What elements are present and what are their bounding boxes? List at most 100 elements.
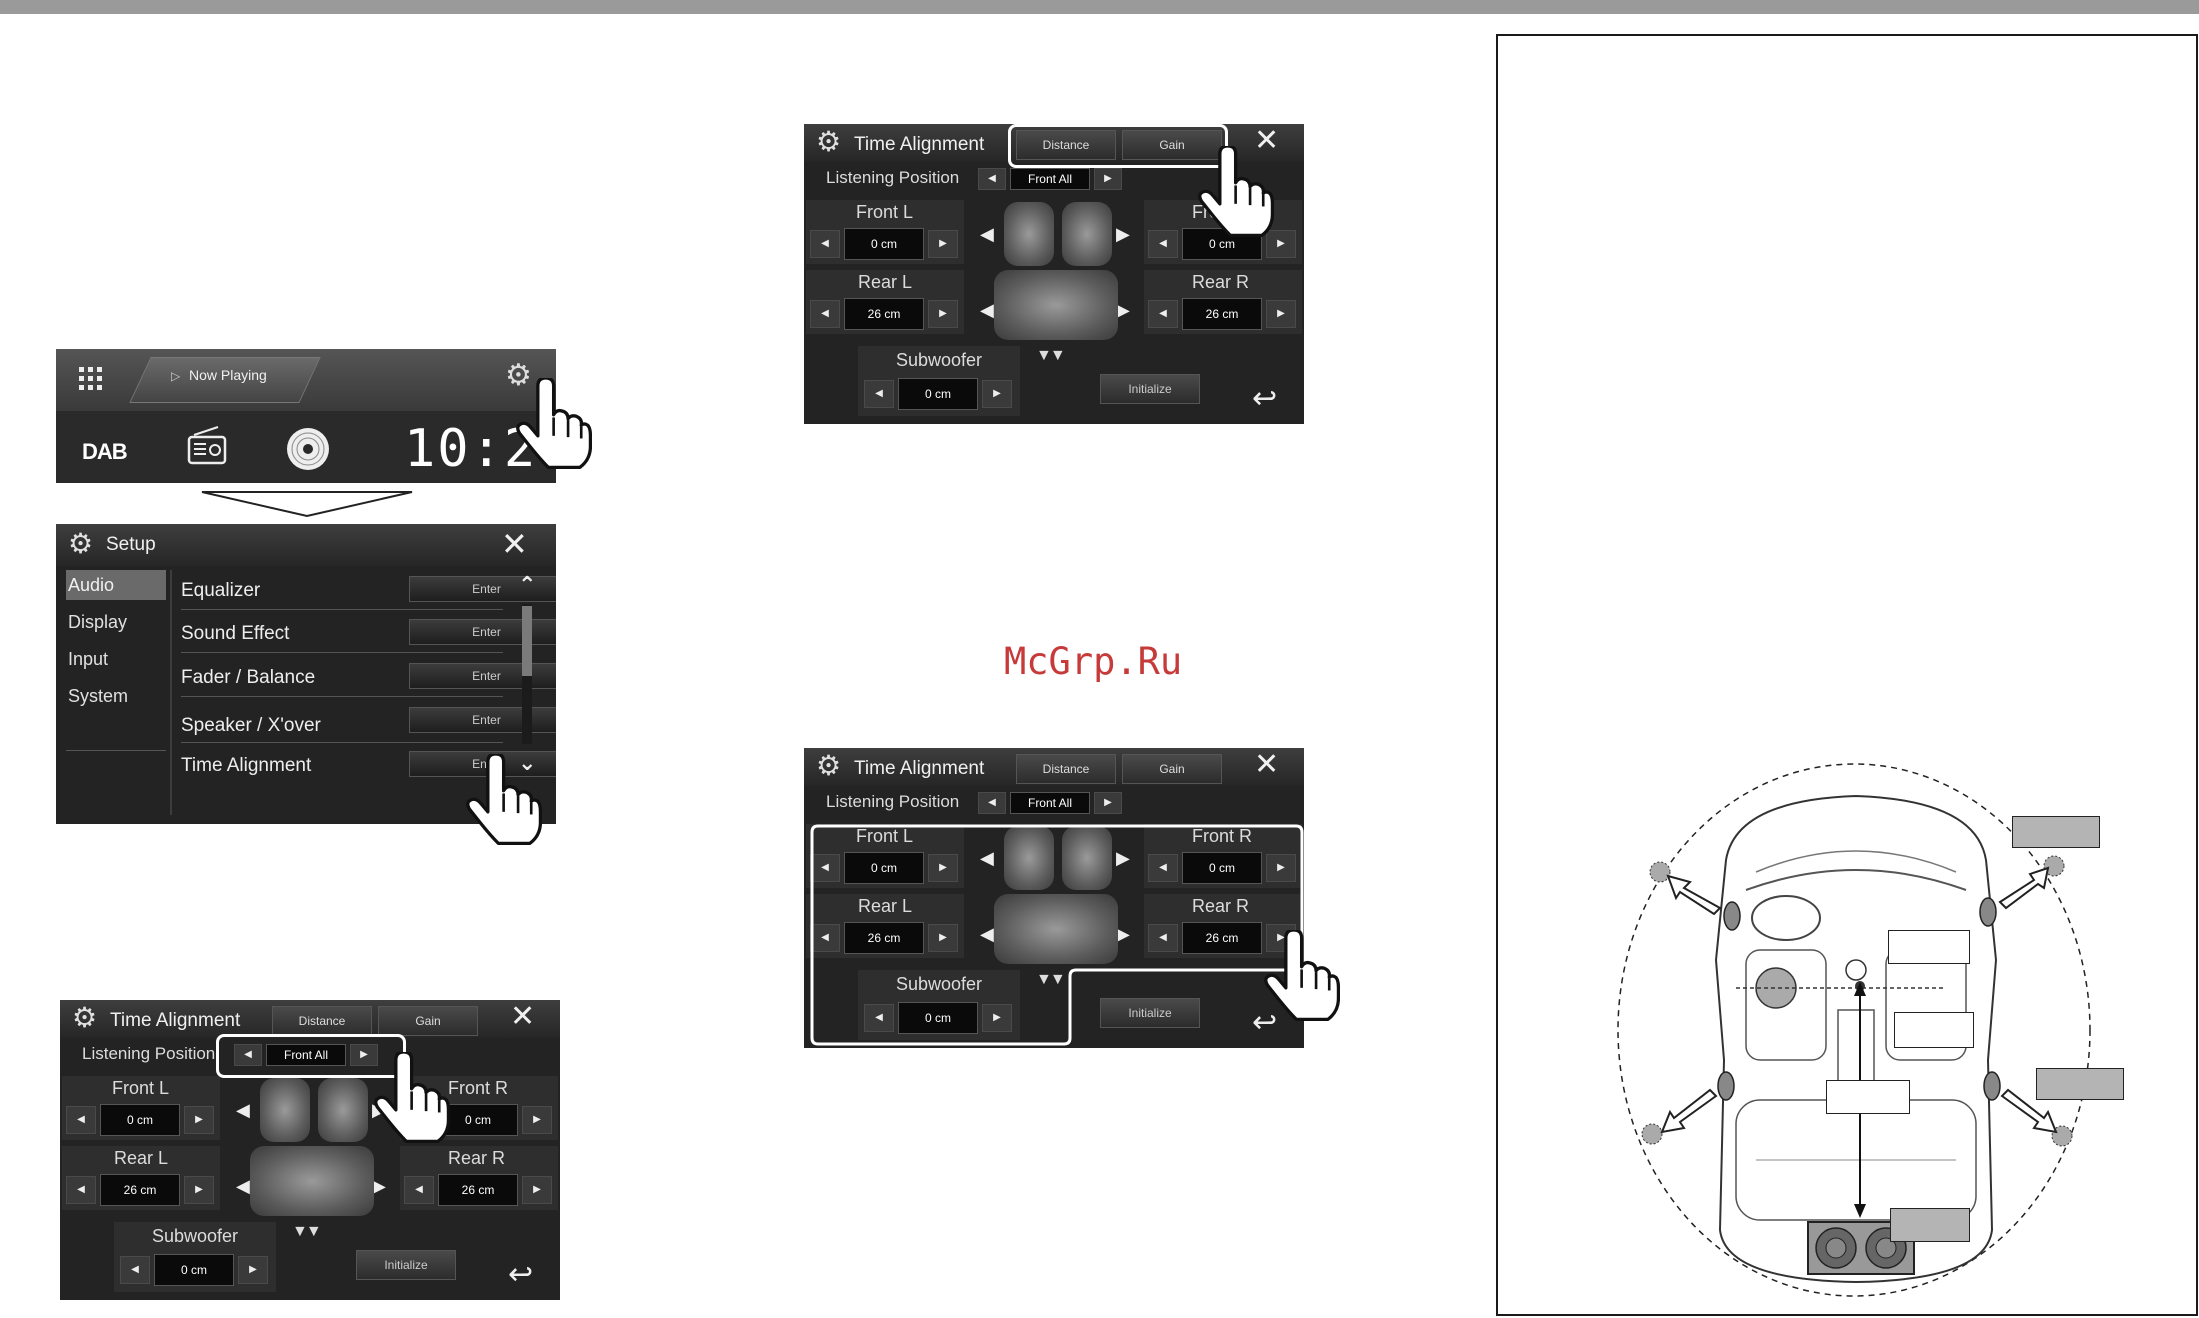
ta-title: Time Alignment (854, 134, 985, 155)
category-label: Audio (68, 575, 115, 595)
close-icon[interactable]: ✕ (501, 526, 528, 562)
enter-button[interactable]: Enter (409, 576, 556, 602)
rear-l-right-arrow[interactable]: ▶ (184, 1176, 214, 1204)
back-arrow-icon[interactable]: ↩ (508, 1258, 534, 1291)
rear-l-left-arrow[interactable]: ◀ (66, 1176, 96, 1204)
dab-icon[interactable]: DAB (82, 439, 128, 464)
gear-icon: ⚙ (816, 126, 842, 157)
subwoofer-right-arrow[interactable]: ▶ (982, 380, 1012, 408)
initialize-button[interactable]: Initialize (1100, 374, 1200, 404)
front-r-right-arrow[interactable]: ▶ (1266, 230, 1296, 258)
gear-icon: ⚙ (816, 750, 842, 781)
setup-item-label: Speaker / X'over (181, 715, 321, 736)
enter-button[interactable]: Enter (409, 619, 556, 645)
subwoofer-right-arrow[interactable]: ▶ (982, 1004, 1012, 1032)
speaker-icon-rear-left: ◀ (980, 300, 994, 320)
category-column-divider (170, 570, 172, 815)
gear-icon[interactable]: ⚙ (505, 359, 532, 392)
front-r-left-arrow[interactable]: ◀ (1148, 230, 1178, 258)
rear-r-label: Rear R (448, 1148, 506, 1168)
rear-l-right-arrow[interactable]: ▶ (928, 924, 958, 952)
label-box-distance-3 (1826, 1080, 1910, 1114)
rear-r-value: 26 cm (1182, 298, 1262, 330)
rear-r-right-arrow[interactable]: ▶ (1266, 300, 1296, 328)
setup-item-label: Equalizer (181, 580, 261, 601)
enter-button[interactable]: Enter (409, 751, 556, 777)
seat-front-right (318, 1078, 368, 1142)
setup-category-audio[interactable]: Audio (66, 570, 166, 600)
rear-l-value: 26 cm (100, 1174, 180, 1206)
speaker-icon-rear-left: ◀ (236, 1176, 250, 1196)
setup-category-input[interactable]: Input (66, 644, 166, 674)
setup-screen: ⚙ Setup ✕ Audio Display Input System Equ… (56, 524, 556, 824)
rear-l-left-arrow[interactable]: ◀ (810, 300, 840, 328)
listening-position-left-arrow[interactable]: ◀ (234, 1044, 262, 1066)
apps-grid-icon[interactable] (78, 366, 104, 392)
disc-icon[interactable] (284, 425, 332, 478)
rear-r-left-arrow[interactable]: ◀ (1148, 300, 1178, 328)
setup-category-display[interactable]: Display (66, 607, 166, 637)
rear-r-left-arrow[interactable]: ◀ (1148, 924, 1178, 952)
pointing-hand-icon (1198, 146, 1274, 238)
tab-distance[interactable]: Distance (1016, 754, 1116, 784)
pointing-hand-icon (516, 378, 592, 470)
time-alignment-screen: ⚙ Time Alignment Distance Gain ✕ Listeni… (804, 748, 1304, 1048)
seat-front-right (1062, 202, 1112, 266)
front-l-label: Front L (856, 202, 914, 222)
front-l-value: 0 cm (844, 228, 924, 260)
setup-item-fader-balance: Fader / Balance Enter (181, 657, 556, 697)
rear-r-left-arrow[interactable]: ◀ (404, 1176, 434, 1204)
front-l-right-arrow[interactable]: ▶ (928, 230, 958, 258)
subwoofer-left-arrow[interactable]: ◀ (120, 1256, 150, 1284)
back-arrow-icon[interactable]: ↩ (1252, 382, 1278, 415)
setup-title: Setup (106, 534, 156, 555)
close-icon[interactable]: ✕ (1254, 124, 1280, 157)
rear-r-right-arrow[interactable]: ▶ (522, 1176, 552, 1204)
watermark: McGrp.Ru (1004, 640, 1183, 683)
subwoofer-right-arrow[interactable]: ▶ (238, 1256, 268, 1284)
front-l-left-arrow[interactable]: ◀ (810, 854, 840, 882)
front-l-left-arrow[interactable]: ◀ (810, 230, 840, 258)
tab-distance[interactable]: Distance (1016, 130, 1116, 160)
listening-position-right-arrow[interactable]: ▶ (350, 1044, 378, 1066)
listening-position-right-arrow[interactable]: ▶ (1094, 792, 1122, 814)
initialize-button[interactable]: Initialize (356, 1250, 456, 1280)
front-l-value: 0 cm (844, 852, 924, 884)
initialize-button[interactable]: Initialize (1100, 998, 1200, 1028)
subwoofer-left-arrow[interactable]: ◀ (864, 380, 894, 408)
front-l-label: Front L (112, 1078, 170, 1098)
front-r-right-arrow[interactable]: ▶ (522, 1106, 552, 1134)
listening-position-right-arrow[interactable]: ▶ (1094, 168, 1122, 190)
page-top-band (0, 0, 2199, 14)
front-r-label: Front R (1192, 826, 1253, 846)
front-r-right-arrow[interactable]: ▶ (1266, 854, 1296, 882)
tab-gain[interactable]: Gain (1122, 130, 1222, 160)
scrollbar-thumb[interactable] (522, 606, 532, 676)
tab-distance[interactable]: Distance (272, 1006, 372, 1036)
subwoofer-speaker-icon: ▼▼ (1036, 347, 1066, 364)
close-icon[interactable]: ✕ (1254, 748, 1280, 781)
tab-gain[interactable]: Gain (1122, 754, 1222, 784)
rear-l-left-arrow[interactable]: ◀ (810, 924, 840, 952)
back-arrow-icon[interactable]: ↩ (1252, 1006, 1278, 1039)
subwoofer-left-arrow[interactable]: ◀ (864, 1004, 894, 1032)
front-l-right-arrow[interactable]: ▶ (184, 1106, 214, 1134)
listening-position-left-arrow[interactable]: ◀ (978, 792, 1006, 814)
front-l-right-arrow[interactable]: ▶ (928, 854, 958, 882)
front-r-value: 0 cm (438, 1104, 518, 1136)
seat-front-left (260, 1078, 310, 1142)
rear-l-right-arrow[interactable]: ▶ (928, 300, 958, 328)
tab-gain[interactable]: Gain (378, 1006, 478, 1036)
scroll-down-icon[interactable]: ⌄ (518, 750, 537, 775)
enter-button[interactable]: Enter (409, 707, 556, 733)
listening-position-left-arrow[interactable]: ◀ (978, 168, 1006, 190)
radio-icon[interactable] (186, 425, 228, 472)
setup-category-system[interactable]: System (66, 681, 166, 711)
front-l-left-arrow[interactable]: ◀ (66, 1106, 96, 1134)
seat-front-left (1004, 202, 1054, 266)
close-icon[interactable]: ✕ (510, 1000, 536, 1033)
scroll-up-icon[interactable]: ⌃ (518, 572, 537, 597)
front-r-left-arrow[interactable]: ◀ (1148, 854, 1178, 882)
speaker-icon-rear-right: ▶ (1116, 924, 1130, 944)
enter-button[interactable]: Enter (409, 663, 556, 689)
